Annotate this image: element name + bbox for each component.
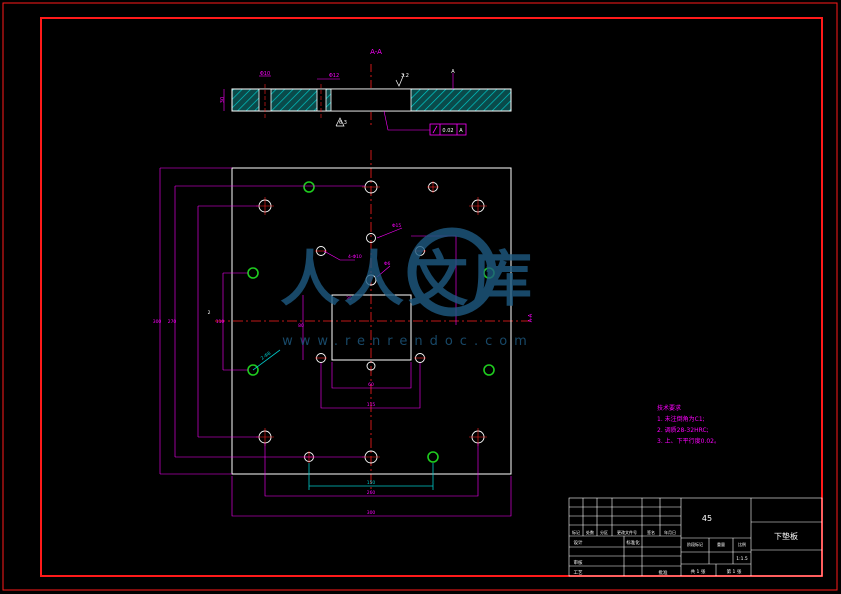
svg-text:工艺: 工艺 [574,570,583,576]
note-1: 1. 未注倒角为C1; [657,415,705,423]
roughness-top: 3.2 [395,73,409,87]
tolerance-frame: 0.02 A [383,110,467,136]
svg-text:审核: 审核 [574,559,583,566]
note-2: 2. 调质28-32HRC; [657,426,709,434]
watermark-brand: 人人文库 [280,245,536,315]
callout-hole-2: Φ6 [384,261,391,267]
svg-text:比例: 比例 [738,541,746,547]
plan-dimension-lines [159,167,512,517]
dim-hole-b: Φ12 [329,73,339,79]
title-block-text: 45 下垫板 1:1.5 共 1 张 第 1 张 标记 处数 分区 更改文件号 … [572,514,798,576]
bolt-holes [258,180,485,464]
svg-text:阶段标记: 阶段标记 [687,541,703,547]
dim-bolt-span: 150 [367,480,376,486]
dim-center-mark: 2 [208,310,211,316]
plan-dimension-text: 300 260 150 115 60 300 270 110 2 Φ15 Φ6 … [153,223,402,516]
svg-text:更改文件号: 更改文件号 [617,529,637,535]
plate-outline [231,167,512,475]
svg-text:3.2: 3.2 [401,73,409,79]
dim-inner-x: 115 [367,402,376,408]
dim-inner-x2: 60 [368,382,374,388]
callout-hole-1: Φ15 [392,223,401,229]
svg-text:签名: 签名 [647,529,655,535]
dim-depth: 30 [220,97,226,103]
notes-heading: 技术要求 [657,404,681,412]
svg-text:A: A [459,128,463,134]
note-3: 3. 上、下平行度0.02。 [657,437,720,445]
svg-text:0.02: 0.02 [442,128,453,134]
dim-left-inner: 110 [216,319,225,325]
scale-value: 1:1.5 [736,556,748,562]
sheet-total: 共 1 张 [691,568,706,575]
pin-leader [252,349,281,371]
sheet-number: 第 1 张 [727,568,742,575]
dim-left-mid: 270 [168,319,177,325]
section-mark-right: A-A [528,313,534,322]
svg-text:标记: 标记 [572,529,580,535]
svg-text:重量: 重量 [717,541,725,547]
dim-overall-width: 300 [367,510,376,516]
section-dimensions: Φ10 Φ12 30 A [220,69,455,111]
inner-frame [40,17,823,577]
technical-notes: 技术要求 1. 未注倒角为C1; 2. 调质28-32HRC; 3. 上、下平行… [657,404,720,445]
svg-text:分区: 分区 [600,529,608,535]
svg-text:年月日: 年月日 [664,529,676,535]
title-block [568,497,823,577]
dim-left-outer: 300 [153,319,162,325]
pin-span-line [308,463,434,490]
dim-offset-2: 35 [346,296,352,302]
center-pocket [331,294,412,361]
watermark-url: www.renrendoc.com [282,334,534,349]
roughness-bottom: 6.3 [335,117,347,127]
part-name: 下垫板 [774,531,798,541]
dim-hole-span: 260 [367,490,376,496]
dim-offset-1: 80 [298,323,304,329]
datum-letter-top: A [451,69,455,75]
svg-text:批准: 批准 [659,569,668,576]
watermark: 人人文库 www.renrendoc.com [280,227,536,349]
section-body [231,88,512,112]
dim-hole-a: Φ10 [260,71,270,77]
svg-text:设计: 设计 [574,539,583,546]
svg-text:6.3: 6.3 [339,120,347,126]
svg-text:标准化: 标准化 [626,539,640,546]
hole-crosshairs [256,181,487,463]
material: 45 [702,514,712,523]
callout-hole-3: 4-Φ10 [348,254,362,260]
svg-text:处数: 处数 [586,529,594,535]
callout-pin: 2-Φ8 [260,350,272,361]
section-label: A-A [370,48,382,56]
